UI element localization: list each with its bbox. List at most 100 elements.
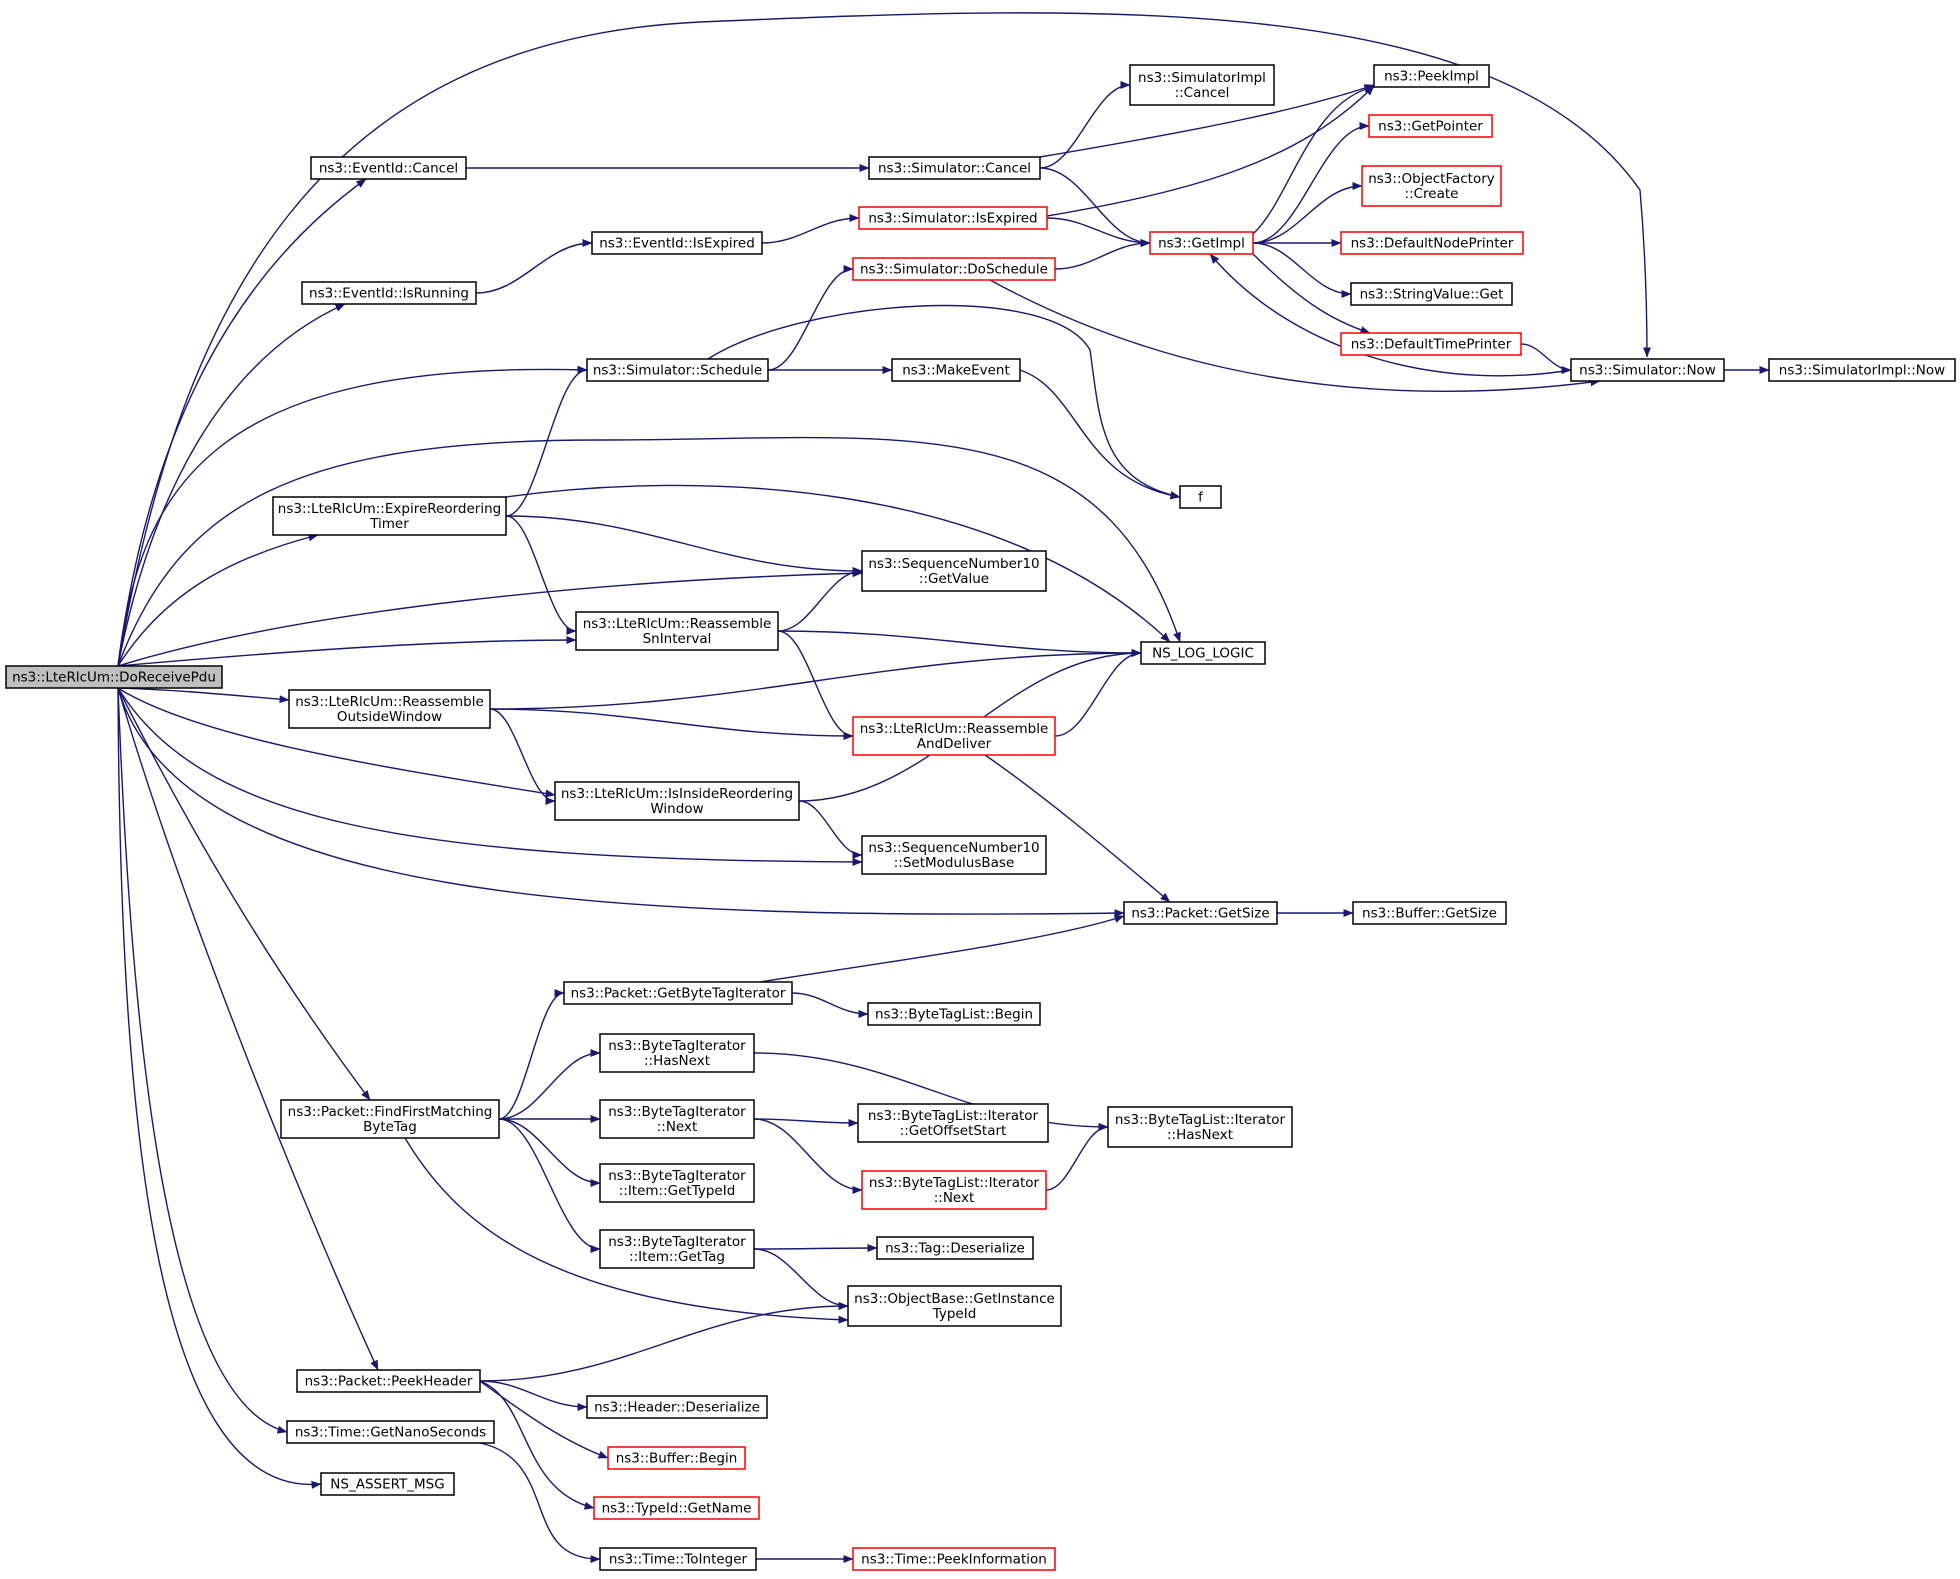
node-packet_getsize[interactable]: ns3::Packet::GetSize xyxy=(1123,901,1278,925)
node-sim_doschedule[interactable]: ns3::Simulator::DoSchedule xyxy=(852,257,1056,281)
node-box[interactable] xyxy=(1352,901,1507,925)
node-box[interactable] xyxy=(5,665,223,689)
node-time_tointeger[interactable]: ns3::Time::ToInteger xyxy=(599,1547,757,1571)
node-defnodeprinter[interactable]: ns3::DefaultNodePrinter xyxy=(1340,231,1524,255)
node-box[interactable] xyxy=(876,1236,1034,1260)
node-makeevent[interactable]: ns3::MakeEvent xyxy=(891,358,1021,382)
node-buffer_getsize[interactable]: ns3::Buffer::GetSize xyxy=(1352,901,1507,925)
node-box[interactable] xyxy=(1140,641,1266,665)
node-box[interactable] xyxy=(607,1446,746,1470)
node-sim_schedule[interactable]: ns3::Simulator::Schedule xyxy=(586,358,769,382)
node-deftimeprinter[interactable]: ns3::DefaultTimePrinter xyxy=(1340,332,1522,356)
node-buffer_begin[interactable]: ns3::Buffer::Begin xyxy=(607,1446,746,1470)
node-box[interactable] xyxy=(861,1170,1047,1210)
node-sim_cancel[interactable]: ns3::Simulator::Cancel xyxy=(868,156,1041,180)
node-box[interactable] xyxy=(852,1547,1056,1571)
node-box[interactable] xyxy=(861,835,1047,875)
node-time_peekinfo[interactable]: ns3::Time::PeekInformation xyxy=(852,1547,1056,1571)
node-box[interactable] xyxy=(586,358,769,382)
node-eventid_isrunning[interactable]: ns3::EventId::IsRunning xyxy=(301,281,477,305)
node-box[interactable] xyxy=(1368,114,1493,138)
node-box[interactable] xyxy=(861,550,1047,592)
node-box[interactable] xyxy=(891,358,1021,382)
node-box[interactable] xyxy=(1570,358,1725,382)
node-box[interactable] xyxy=(586,1395,768,1419)
node-box[interactable] xyxy=(563,981,793,1005)
node-box[interactable] xyxy=(599,1033,755,1073)
node-box[interactable] xyxy=(1107,1106,1293,1148)
node-bti_next[interactable]: ns3::ByteTagIterator::Next xyxy=(599,1099,755,1139)
node-sim_isexpired[interactable]: ns3::Simulator::IsExpired xyxy=(858,206,1048,230)
node-box[interactable] xyxy=(1340,231,1524,255)
node-box[interactable] xyxy=(288,689,491,729)
node-box[interactable] xyxy=(1340,332,1522,356)
node-box[interactable] xyxy=(599,1547,757,1571)
node-getpointer[interactable]: ns3::GetPointer xyxy=(1368,114,1493,138)
node-objfactory_create[interactable]: ns3::ObjectFactory::Create xyxy=(1361,165,1502,207)
node-eventid_cancel[interactable]: ns3::EventId::Cancel xyxy=(310,156,467,180)
node-peekimpl[interactable]: ns3::PeekImpl xyxy=(1373,64,1490,88)
node-box[interactable] xyxy=(554,781,800,821)
node-getimpl[interactable]: ns3::GetImpl xyxy=(1149,231,1254,255)
node-box[interactable] xyxy=(847,1285,1062,1327)
node-box[interactable] xyxy=(575,611,779,651)
node-box[interactable] xyxy=(1373,64,1490,88)
node-btl_iter_getoffsetstart[interactable]: ns3::ByteTagList::Iterator::GetOffsetSta… xyxy=(857,1103,1049,1143)
node-box[interactable] xyxy=(272,496,507,536)
node-box[interactable] xyxy=(599,1099,755,1139)
node-bti_hasnext[interactable]: ns3::ByteTagIterator::HasNext xyxy=(599,1033,755,1073)
node-box[interactable] xyxy=(1123,901,1278,925)
node-time_getnano[interactable]: ns3::Time::GetNanoSeconds xyxy=(286,1420,495,1444)
node-bti_item_gettag[interactable]: ns3::ByteTagIterator::Item::GetTag xyxy=(599,1229,755,1269)
node-packet_peekheader[interactable]: ns3::Packet::PeekHeader xyxy=(296,1369,481,1393)
node-packet_getbytetagiter[interactable]: ns3::Packet::GetByteTagIterator xyxy=(563,981,793,1005)
node-box[interactable] xyxy=(591,231,763,255)
node-bti_item_gettypeid[interactable]: ns3::ByteTagIterator::Item::GetTypeId xyxy=(599,1163,755,1203)
node-box[interactable] xyxy=(1768,358,1956,382)
node-box[interactable] xyxy=(852,716,1056,756)
node-btl_iter_next[interactable]: ns3::ByteTagList::Iterator::Next xyxy=(861,1170,1047,1210)
node-sn10_getvalue[interactable]: ns3::SequenceNumber10::GetValue xyxy=(861,550,1047,592)
node-typeid_getname[interactable]: ns3::TypeId::GetName xyxy=(593,1496,760,1520)
node-box[interactable] xyxy=(867,1002,1041,1026)
node-sim_now[interactable]: ns3::Simulator::Now xyxy=(1570,358,1725,382)
node-simimpl_cancel[interactable]: ns3::SimulatorImpl::Cancel xyxy=(1129,64,1275,106)
node-simimpl_now[interactable]: ns3::SimulatorImpl::Now xyxy=(1768,358,1956,382)
node-btl_iter_hasnext[interactable]: ns3::ByteTagList::Iterator::HasNext xyxy=(1107,1106,1293,1148)
node-box[interactable] xyxy=(868,156,1041,180)
node-box[interactable] xyxy=(286,1420,495,1444)
node-box[interactable] xyxy=(1149,231,1254,255)
node-box[interactable] xyxy=(1350,282,1513,306)
node-box[interactable] xyxy=(599,1163,755,1203)
node-box[interactable] xyxy=(593,1496,760,1520)
node-tag_deserialize[interactable]: ns3::Tag::Deserialize xyxy=(876,1236,1034,1260)
node-box[interactable] xyxy=(852,257,1056,281)
node-ns_assert_msg[interactable]: NS_ASSERT_MSG xyxy=(320,1472,455,1496)
node-eventid_isexpired[interactable]: ns3::EventId::IsExpired xyxy=(591,231,763,255)
node-box[interactable] xyxy=(301,281,477,305)
node-box[interactable] xyxy=(858,206,1048,230)
node-box[interactable] xyxy=(310,156,467,180)
node-sn10_setmodulus[interactable]: ns3::SequenceNumber10::SetModulusBase xyxy=(861,835,1047,875)
node-box[interactable] xyxy=(280,1099,500,1139)
node-header_deserialize[interactable]: ns3::Header::Deserialize xyxy=(586,1395,768,1419)
node-f[interactable]: f xyxy=(1179,485,1222,509)
node-bytetaglist_begin[interactable]: ns3::ByteTagList::Begin xyxy=(867,1002,1041,1026)
node-box[interactable] xyxy=(1361,165,1502,207)
node-stringvalue_get[interactable]: ns3::StringValue::Get xyxy=(1350,282,1513,306)
node-box[interactable] xyxy=(599,1229,755,1269)
node-root[interactable]: ns3::LteRlcUm::DoReceivePdu xyxy=(5,665,223,689)
node-box[interactable] xyxy=(296,1369,481,1393)
node-box[interactable] xyxy=(1179,485,1222,509)
node-ns_log_logic[interactable]: NS_LOG_LOGIC xyxy=(1140,641,1266,665)
node-box[interactable] xyxy=(1129,64,1275,106)
node-box[interactable] xyxy=(857,1103,1049,1143)
node-box[interactable] xyxy=(320,1472,455,1496)
